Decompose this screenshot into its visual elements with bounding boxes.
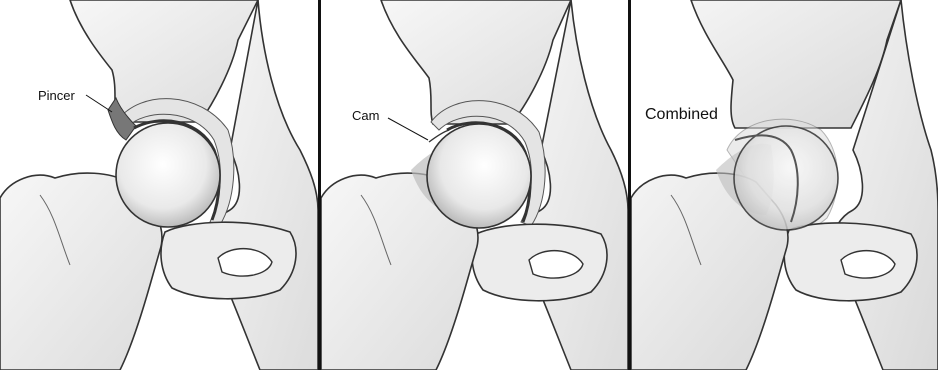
pincer-leader-line	[86, 95, 112, 112]
cam-label: Cam	[352, 108, 379, 123]
combined-label: Combined	[645, 106, 718, 124]
cam-leader-line	[388, 118, 428, 140]
